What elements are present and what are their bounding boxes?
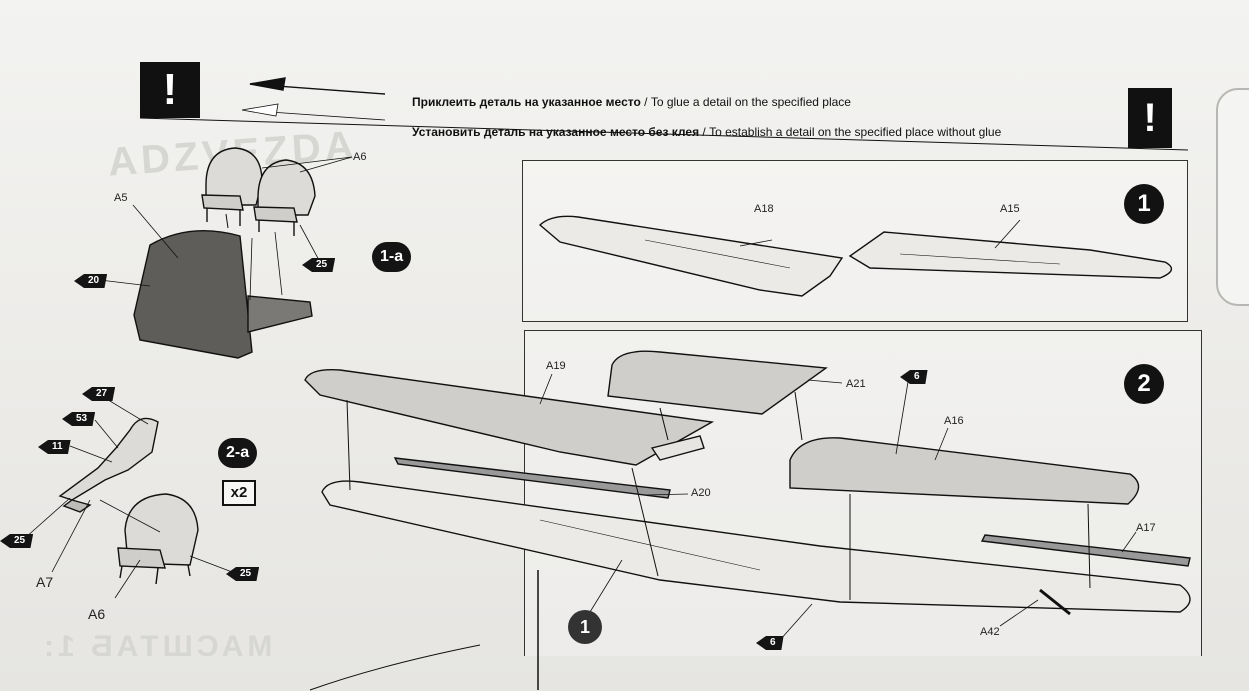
seat-floor-part	[247, 295, 313, 333]
paint-tag-6a: 6	[900, 370, 928, 384]
part-label-a18: A18	[754, 203, 774, 215]
seat-back-part	[133, 230, 253, 359]
wing-half-a18	[538, 215, 844, 297]
paint-tag-53: 53	[62, 412, 96, 426]
part-label-a20: A20	[691, 487, 711, 499]
legend-glue-en: To glue a detail on the specified place	[650, 95, 851, 109]
page-tab-notch	[1216, 88, 1249, 306]
glue-arrow-head	[249, 77, 286, 91]
step-2-marker: 2	[1124, 364, 1164, 404]
step-1-marker: 1	[1124, 184, 1164, 224]
paint-tag-25c: 25	[226, 567, 260, 581]
part-label-a17: A17	[1136, 522, 1156, 534]
part-label-a15: A15	[1000, 203, 1020, 215]
chair-a6-right	[257, 159, 316, 216]
paint-tag-11: 11	[38, 440, 71, 454]
substep-2a-marker: 2-a	[218, 438, 258, 468]
flap-a21	[607, 350, 828, 415]
part-label-a7: A7	[36, 574, 54, 590]
legend-noglue-en: To establish a detail on the specified p…	[709, 125, 1002, 139]
paint-tag-25a: 25	[302, 258, 336, 272]
part-label-a6-top: A6	[353, 151, 367, 163]
chair-2a	[124, 493, 199, 566]
part-label-a16: A16	[944, 415, 964, 427]
upper-wing-a19	[304, 369, 715, 466]
legend-box: ! ! Приклеить деталь на указанное место …	[140, 62, 1188, 152]
part-label-a21: A21	[846, 378, 866, 390]
strip-a17	[980, 534, 1191, 567]
part-label-a19: A19	[546, 360, 566, 372]
warning-icon: !	[140, 62, 200, 118]
warning-icon-right: !	[1128, 88, 1172, 148]
step-ref-1-marker: 1	[568, 610, 602, 644]
paint-tag-27: 27	[82, 387, 116, 401]
part-label-a42: A42	[980, 626, 1000, 638]
substep-1a-marker: 1-a	[372, 242, 412, 272]
paint-tag-20: 20	[74, 274, 108, 288]
quantity-badge: x2	[222, 480, 256, 506]
noglue-arrow-head	[241, 103, 279, 117]
legend-separator: /	[699, 125, 710, 139]
upper-wing-a16	[789, 437, 1140, 505]
lower-wing	[321, 480, 1191, 613]
pilot-figure	[58, 417, 159, 501]
legend-separator: /	[640, 95, 651, 109]
paint-tag-6b: 6	[756, 636, 784, 650]
paint-tag-25b: 25	[0, 534, 34, 548]
legend-glue-ru: Приклеить деталь на указанное место	[412, 95, 641, 109]
rod-a42	[1039, 588, 1071, 616]
part-label-a5: A5	[114, 192, 128, 204]
part-label-a6-bottom: A6	[88, 606, 106, 622]
legend-glue-line: Приклеить деталь на указанное место / To…	[412, 95, 851, 109]
wing-half-a15	[848, 231, 1173, 279]
strip-a20	[393, 457, 671, 499]
legend-bottom-line	[139, 117, 1189, 151]
